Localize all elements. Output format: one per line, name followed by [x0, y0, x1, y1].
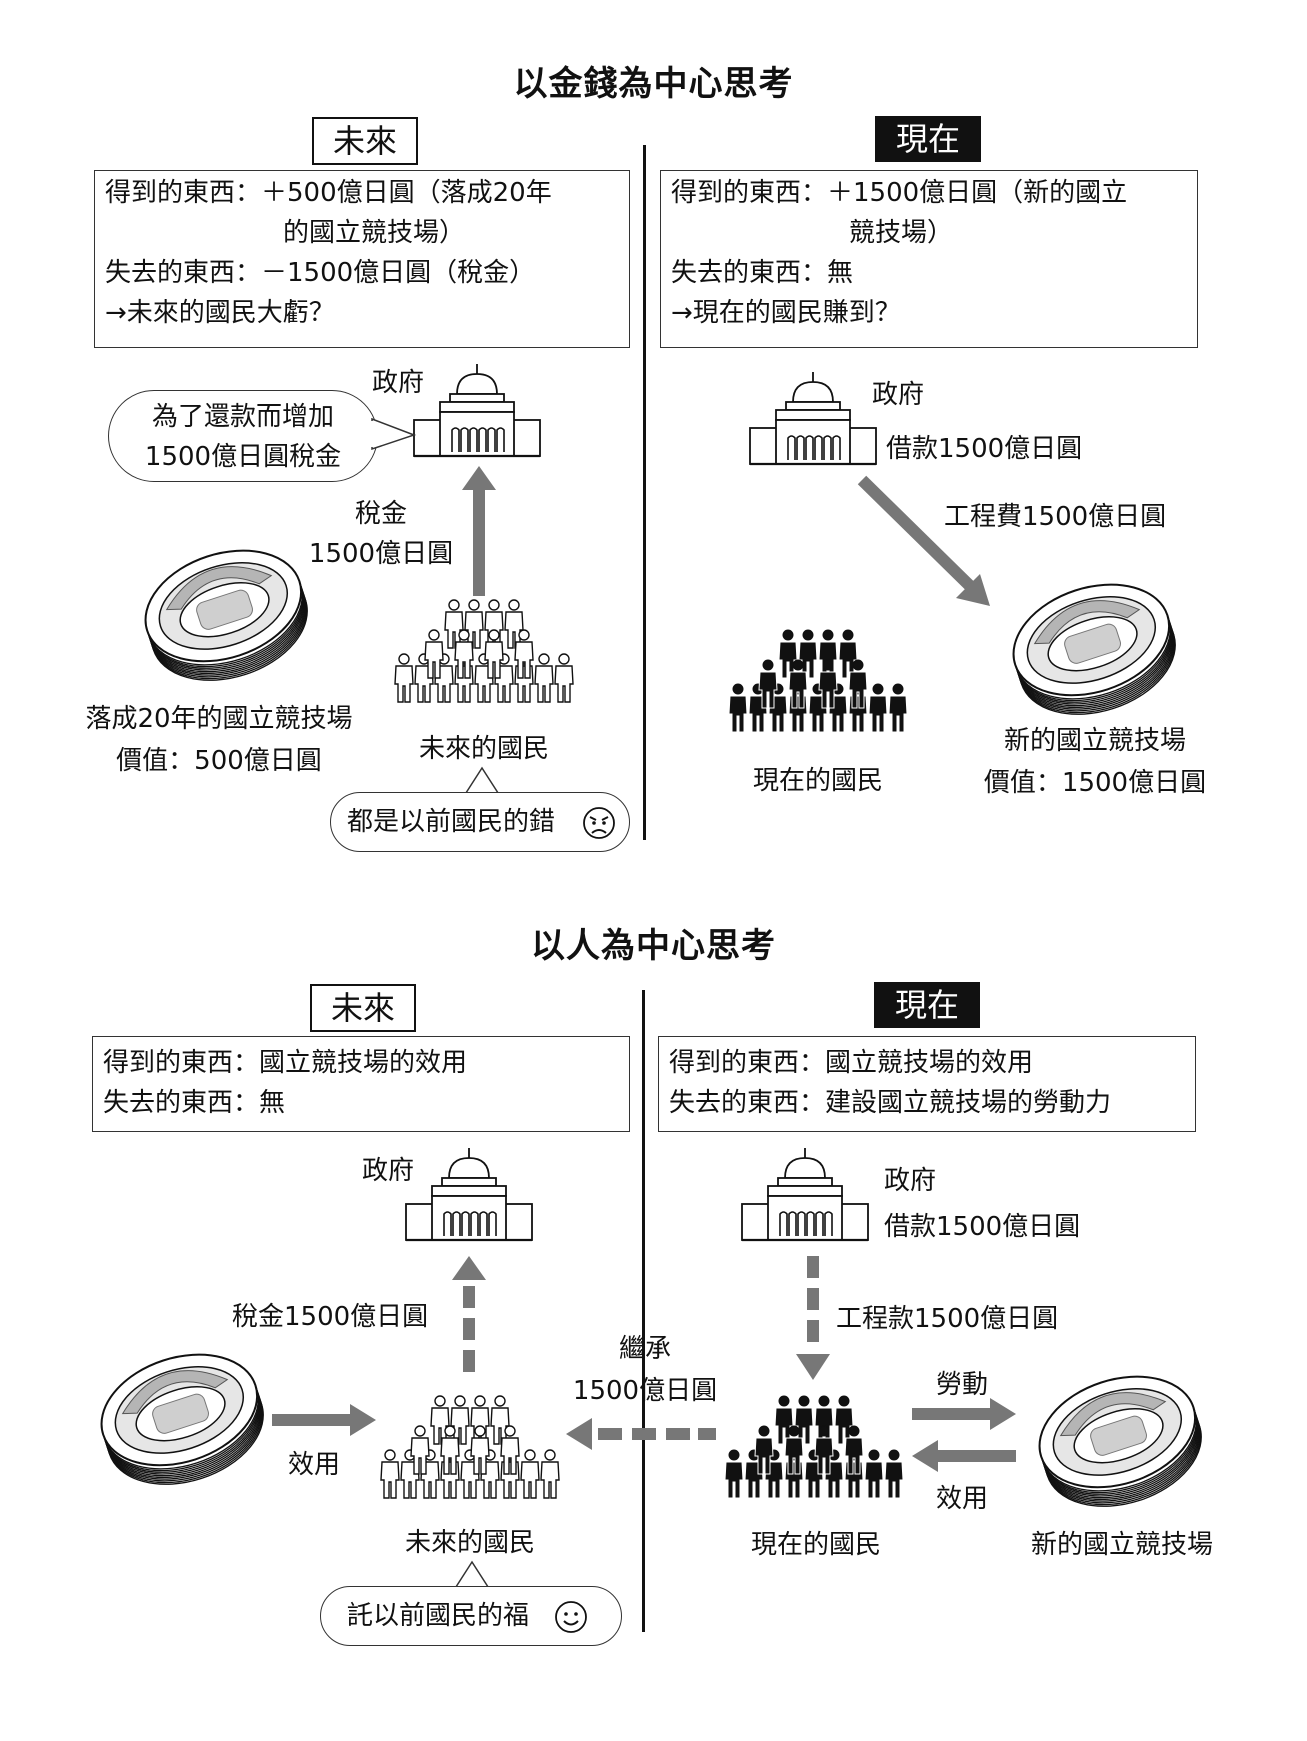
stadium-name: 新的國立競技場	[1003, 726, 1186, 756]
gain-line: 得到的東西：國立競技場的效用	[669, 1048, 1034, 1078]
bottom-future-gov-label: 政府	[362, 1156, 415, 1186]
government-building-icon	[413, 364, 541, 458]
complaint-text: 都是以前國民的錯	[347, 807, 556, 837]
top-present-people-label: 現在的國民	[752, 766, 883, 796]
new-stadium-icon	[1012, 583, 1176, 715]
government-building-icon	[749, 372, 877, 466]
new-stadium-caption: 新的國立競技場 價值：1500億日圓	[960, 720, 1230, 804]
gain-line: 得到的東西：＋500億日圓（落成20年	[105, 178, 552, 208]
inherit-word: 繼承	[618, 1334, 671, 1364]
future-citizens-icon	[380, 1395, 560, 1499]
bubble-line1: 為了還款而增加	[151, 402, 334, 432]
inherit-amount: 1500億日圓	[572, 1376, 718, 1406]
top-present-loan-label: 借款1500億日圓	[886, 434, 1083, 464]
utility-arrow-right	[272, 1404, 376, 1436]
top-future-summary: 得到的東西：＋500億日圓（落成20年 的國立競技場） 失去的東西：－1500億…	[94, 170, 630, 348]
inherit-dashed-arrow-left	[566, 1418, 716, 1450]
gain-line-cont: 的國立競技場）	[283, 218, 466, 248]
labor-arrow-right	[912, 1398, 1016, 1430]
bubble-line2: 1500億日圓稅金	[144, 442, 342, 472]
new-stadium-icon	[1038, 1375, 1202, 1507]
bottom-present-people-label: 現在的國民	[750, 1530, 881, 1560]
bottom-future-summary: 得到的東西：國立競技場的效用 失去的東西：無	[92, 1036, 630, 1132]
top-divider	[643, 145, 646, 840]
bottom-future-utility-label: 效用	[288, 1450, 341, 1480]
top-present-tag: 現在	[875, 116, 981, 162]
stadium-value: 價值：500億日圓	[116, 746, 322, 776]
loss-line: 失去的東西：無	[671, 258, 854, 288]
bottom-future-tag: 未來	[310, 984, 416, 1032]
tax-amount: 1500億日圓	[308, 539, 454, 569]
gain-line: 得到的東西：＋1500億日圓（新的國立	[671, 178, 1128, 208]
angry-face-icon	[583, 807, 615, 839]
complaint-bubble: 都是以前國民的錯	[330, 792, 630, 852]
top-present-gov-label: 政府	[872, 380, 925, 410]
loss-line: 失去的東西：建設國立競技場的勞動力	[669, 1088, 1112, 1118]
top-title: 以金錢為中心思考	[513, 64, 794, 104]
old-stadium-icon	[144, 549, 308, 681]
tax-increase-bubble: 為了還款而增加 1500億日圓稅金	[108, 390, 378, 482]
stadium-name: 落成20年的國立競技場	[85, 704, 353, 734]
bottom-divider	[642, 990, 645, 1632]
old-stadium-caption: 落成20年的國立競技場 價值：500億日圓	[60, 698, 378, 782]
smile-face-icon	[555, 1601, 587, 1633]
bottom-present-gov-label: 政府	[884, 1166, 937, 1196]
bottom-present-utility-label: 效用	[936, 1484, 989, 1514]
bottom-future-tax-label: 稅金1500億日圓	[232, 1302, 429, 1332]
government-building-icon	[405, 1148, 533, 1242]
bubble-tail	[370, 417, 417, 451]
tax-arrow-up	[462, 466, 496, 596]
bottom-future-people-label: 未來的國民	[404, 1528, 535, 1558]
tax-dashed-arrow-up	[452, 1256, 486, 1372]
top-future-people-label: 未來的國民	[418, 734, 549, 764]
top-future-gov-label: 政府	[372, 368, 425, 398]
bottom-present-loan-label: 借款1500億日圓	[884, 1212, 1081, 1242]
stadium-value: 價值：1500億日圓	[983, 768, 1207, 798]
inherit-label: 繼承 1500億日圓	[560, 1328, 730, 1412]
gain-line-cont: 競技場）	[849, 218, 954, 248]
conclusion-line: →現在的國民賺到？	[671, 298, 901, 328]
top-future-tax-label: 稅金 1500億日圓	[298, 494, 464, 574]
bottom-present-stadium-label: 新的國立競技場	[1030, 1530, 1213, 1560]
thanks-text: 託以前國民的福	[347, 1601, 530, 1631]
present-citizens-icon	[724, 1395, 904, 1499]
future-citizens-icon	[394, 599, 574, 703]
present-citizens-icon	[728, 629, 908, 733]
utility-arrow-left	[912, 1440, 1016, 1472]
bottom-present-summary: 得到的東西：國立競技場的效用 失去的東西：建設國立競技場的勞動力	[658, 1036, 1196, 1132]
conclusion-line: →未來的國民大虧？	[105, 298, 335, 328]
bottom-present-tag: 現在	[874, 982, 980, 1028]
loss-line: 失去的東西：無	[103, 1088, 286, 1118]
government-building-icon	[741, 1148, 869, 1242]
bottom-title: 以人為中心思考	[531, 926, 776, 966]
labor-label: 勞動	[936, 1370, 989, 1400]
top-future-tag: 未來	[312, 117, 418, 165]
tax-word: 稅金	[354, 499, 407, 529]
construction-cost-arrow	[857, 475, 990, 606]
loss-line: 失去的東西：－1500億日圓（稅金）	[105, 258, 536, 288]
stadium-icon	[100, 1353, 264, 1485]
cost-dashed-arrow-down	[796, 1256, 830, 1380]
gain-line: 得到的東西：國立競技場的效用	[103, 1048, 468, 1078]
top-present-cost-label: 工程費1500億日圓	[944, 502, 1167, 532]
top-present-summary: 得到的東西：＋1500億日圓（新的國立 競技場） 失去的東西：無 →現在的國民賺…	[660, 170, 1198, 348]
bottom-present-cost-label: 工程款1500億日圓	[836, 1304, 1059, 1334]
